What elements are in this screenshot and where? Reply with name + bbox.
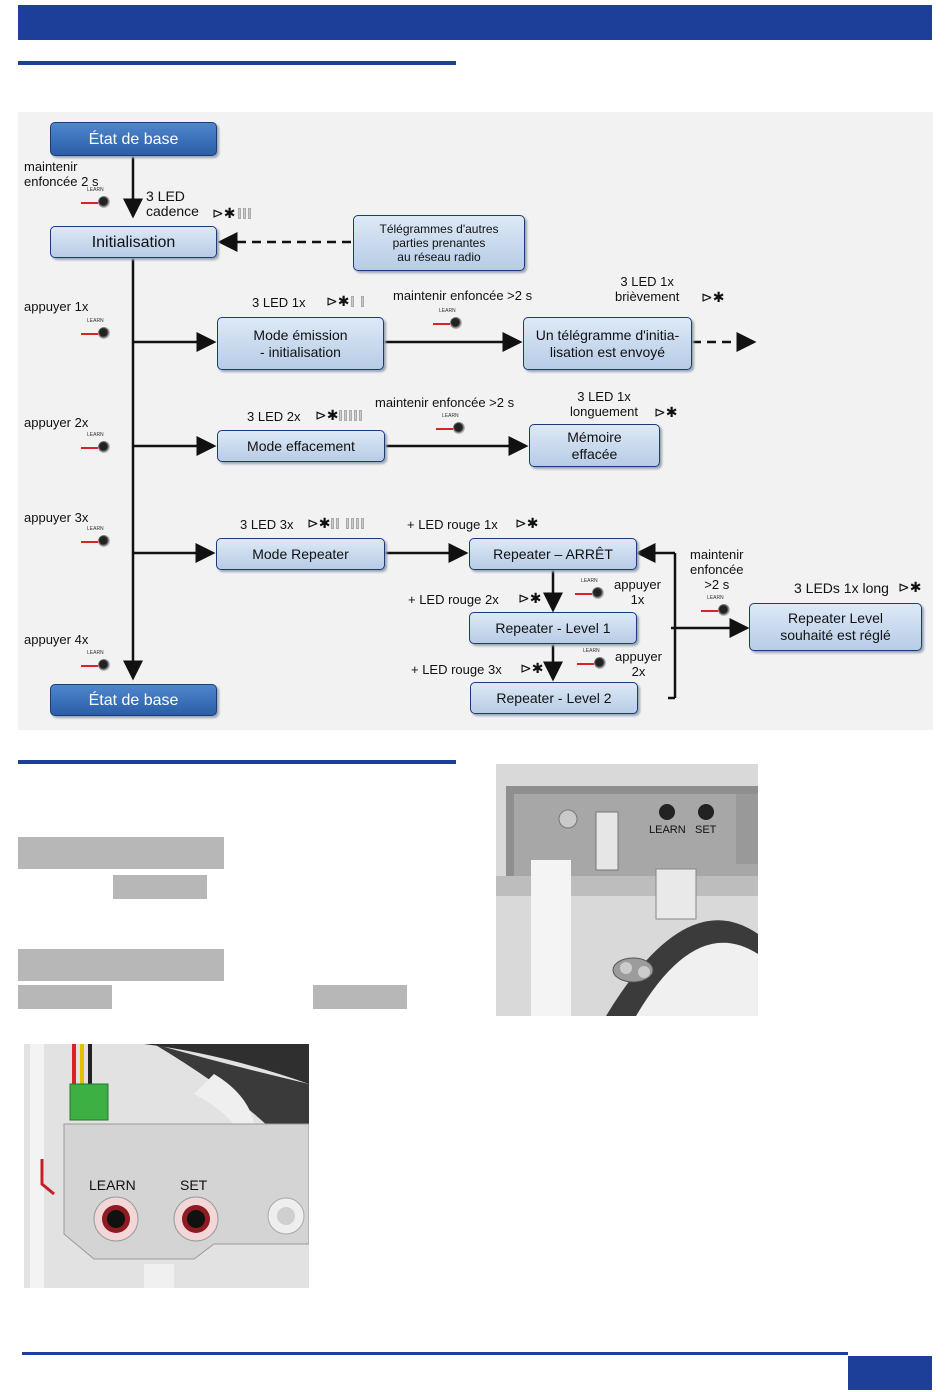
device-photo-bottom: LEARN SET	[24, 1044, 309, 1288]
label-appuyer-3x: appuyer 3x	[24, 510, 89, 525]
led-blink-indicator	[351, 296, 364, 307]
label-maintenir-gt2s: maintenir enfoncée >2 s	[393, 288, 533, 303]
page-number-box	[848, 1356, 932, 1390]
redacted-heading	[18, 837, 224, 869]
box-mode-repeater: Mode Repeater	[216, 538, 385, 570]
learn-button-icon: LEARN	[701, 595, 737, 623]
redacted-text	[113, 875, 207, 899]
led-blink-indicator	[339, 410, 362, 421]
label-led-rouge-3x: + LED rouge 3x	[411, 662, 502, 677]
section-rule-top	[18, 61, 456, 65]
redacted-heading	[18, 949, 224, 981]
etat-de-base-bottom: État de base	[50, 684, 217, 716]
led-icon: ⊳✱	[212, 205, 236, 221]
redacted-text	[18, 985, 112, 1009]
led-icon: ⊳✱	[654, 404, 678, 420]
learn-button-icon: LEARN	[81, 526, 117, 554]
box-repeater-level-2: Repeater - Level 2	[470, 682, 638, 714]
footer-rule	[22, 1352, 848, 1355]
redacted-text	[313, 985, 407, 1009]
learn-button-icon: LEARN	[436, 413, 472, 441]
box-repeater-level-1: Repeater - Level 1	[469, 612, 637, 644]
learn-button-icon: LEARN	[575, 578, 611, 606]
led-blink-indicator	[238, 208, 251, 219]
box-mode-emission: Mode émission- initialisation	[217, 317, 384, 370]
device-drawing	[24, 1044, 309, 1288]
learn-button-icon: LEARN	[81, 650, 117, 678]
learn-button-icon: LEARN	[81, 432, 117, 460]
label-appuyer-4x: appuyer 4x	[24, 632, 89, 647]
led-blink-indicator	[331, 518, 364, 529]
led-icon: ⊳✱	[520, 660, 544, 676]
learn-button-icon: LEARN	[577, 648, 613, 676]
label-appuyer-1x: appuyer 1x	[24, 299, 89, 314]
led-icon: ⊳✱	[518, 590, 542, 606]
label-maintenir-gt2s: maintenir enfoncée >2 s	[375, 395, 515, 410]
label-led-1x: 3 LED 1x	[252, 295, 306, 310]
led-icon: ⊳✱	[315, 407, 339, 423]
photo-label-learn: LEARN	[649, 824, 686, 836]
device-photo-top: LEARN SET	[496, 764, 758, 1016]
label-appuyer-2x: appuyer 2x	[24, 415, 89, 430]
label-led-rouge-1x: + LED rouge 1x	[407, 517, 498, 532]
box-telegramme-envoye: Un télégramme d'initia-lisation est envo…	[523, 317, 692, 370]
label-led-3x: 3 LED 3x	[240, 517, 294, 532]
box-initialisation: Initialisation	[50, 226, 217, 258]
led-icon: ⊳✱	[701, 289, 725, 305]
led-icon: ⊳✱	[515, 515, 539, 531]
learn-button-icon: LEARN	[81, 187, 117, 215]
photo-label-set: SET	[180, 1177, 208, 1193]
label-led-2x: 3 LED 2x	[247, 409, 301, 424]
photo-label-learn: LEARN	[89, 1177, 136, 1193]
diagram-connectors	[123, 156, 757, 700]
led-icon: ⊳✱	[326, 293, 350, 309]
label-leds-1x-long: 3 LEDs 1x long	[794, 580, 889, 596]
section-rule-middle	[18, 760, 456, 764]
label-led-rouge-2x: + LED rouge 2x	[408, 592, 499, 607]
device-drawing	[496, 764, 758, 1016]
learn-button-icon: LEARN	[433, 308, 469, 336]
box-repeater-arret: Repeater – ARRÊT	[469, 538, 637, 570]
header-bar	[18, 5, 932, 40]
led-icon: ⊳✱	[307, 515, 331, 531]
etat-de-base-top: État de base	[50, 122, 217, 156]
learn-button-icon: LEARN	[81, 318, 117, 346]
led-icon: ⊳✱	[898, 579, 922, 595]
box-mode-effacement: Mode effacement	[217, 430, 385, 462]
photo-label-set: SET	[695, 824, 717, 836]
